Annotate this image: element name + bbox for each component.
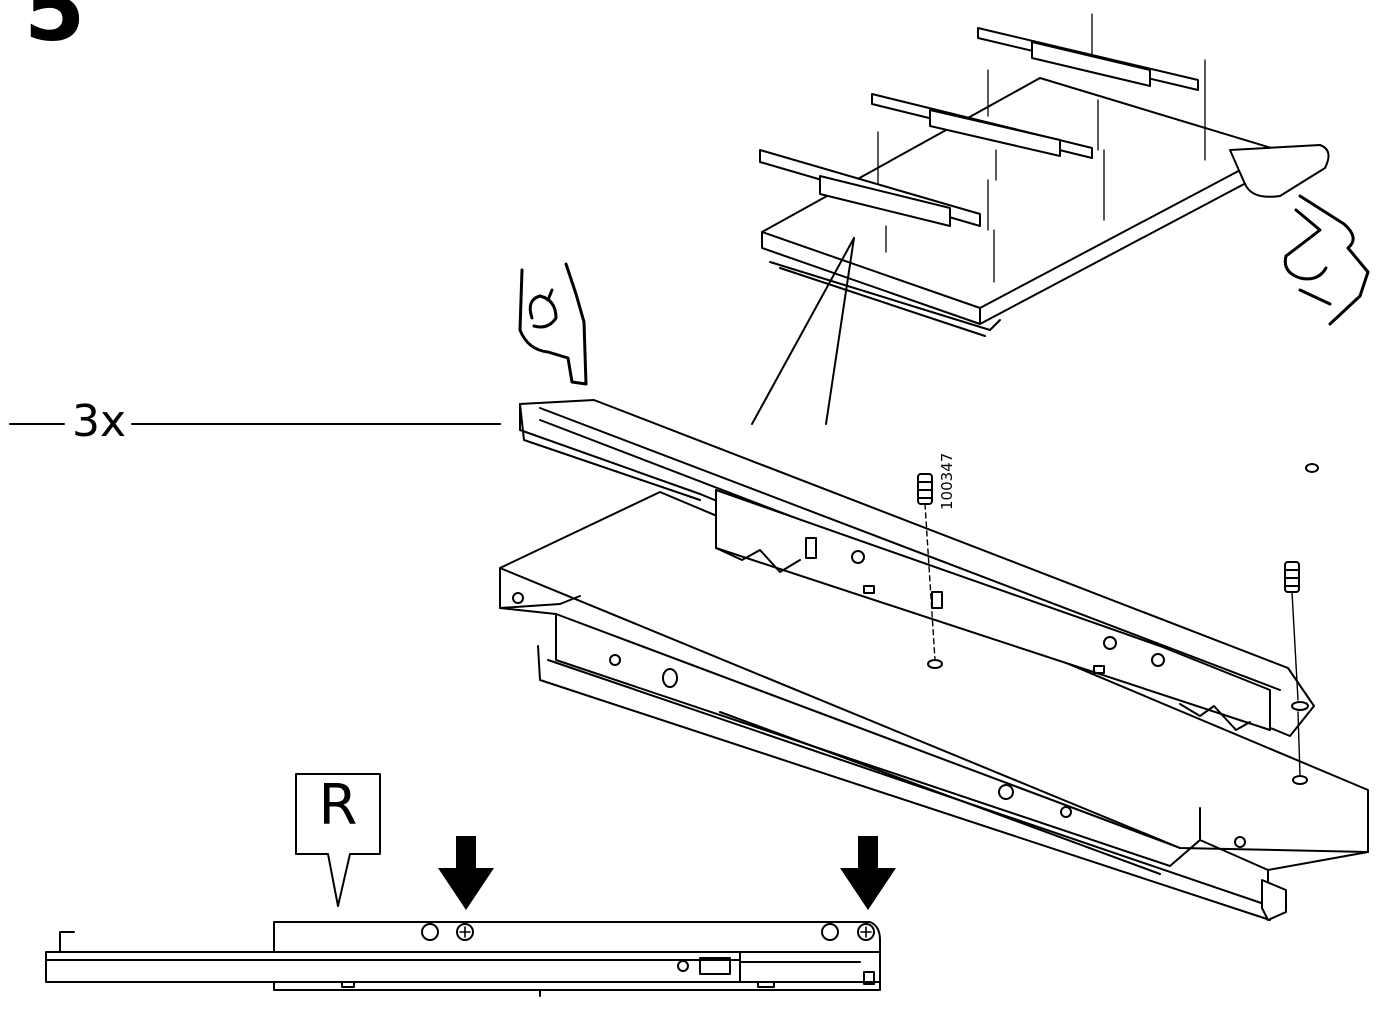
hand-pointing-down-icon (518, 262, 588, 386)
side-rail (45, 921, 881, 997)
side-rail-runner (45, 951, 881, 983)
orientation-label: R (318, 773, 358, 838)
callout-line-right (825, 237, 855, 425)
quantity-label: 3x (70, 396, 129, 447)
overview-rail-middle (871, 69, 1105, 221)
screw-icon (917, 473, 936, 661)
detail-assembly (499, 399, 1369, 921)
arrow-down-icon (438, 836, 494, 910)
hand-pointing-icon (1283, 194, 1370, 326)
part-number: 100347 (938, 452, 956, 510)
overview-rail-back (977, 13, 1206, 161)
detail-bracket (715, 489, 1271, 731)
overview-rail-front (759, 131, 995, 283)
detail-panel (499, 491, 1369, 853)
callout-line-left (751, 237, 855, 425)
r-label-box (295, 773, 381, 907)
overview-assembly (759, 13, 1330, 337)
detail-holes (512, 463, 1319, 848)
screw-hole-icon (857, 923, 875, 941)
step-number: 5 (24, 0, 86, 61)
arrow-down-icon (840, 836, 896, 910)
screw-icon (1284, 561, 1301, 777)
screw-hole-icon (456, 923, 474, 941)
